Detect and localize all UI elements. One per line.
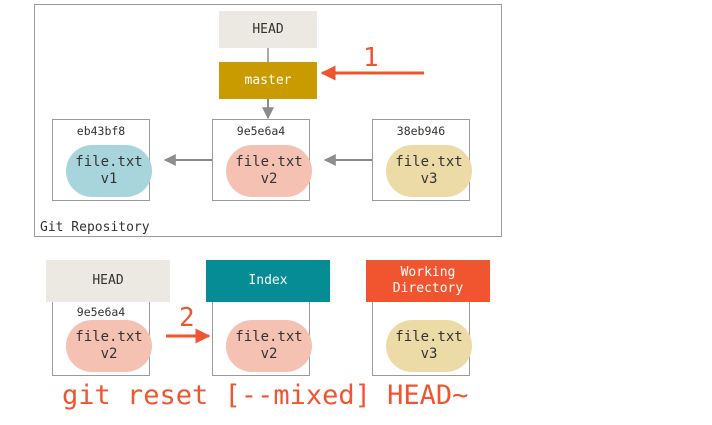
file-name: file.txt [395,329,463,345]
git-repository-frame [34,4,502,237]
working-directory-label: Working Directory [366,260,490,302]
file-version: v2 [100,346,118,362]
step-2-label: 2 [179,303,195,333]
file-name: file.txt [235,154,303,170]
file-version: v3 [420,346,438,362]
commit-id: 9e5e6a4 [236,124,286,138]
commit-id: eb43bf8 [76,124,126,138]
head-ref: HEAD [219,11,317,48]
git-repository-label: Git Repository [40,220,150,235]
file-version: v2 [260,171,278,187]
file-version: v2 [260,346,278,362]
index-tree-file-blob: file.txt v2 [226,320,312,372]
file-blob-v2: file.txt v2 [226,145,312,197]
head-tree-label: HEAD [46,260,170,302]
commit-id: 38eb946 [396,124,446,138]
file-version: v3 [420,171,438,187]
file-name: file.txt [75,154,143,170]
working-directory-file-blob: file.txt v3 [386,320,472,372]
index-tree-label: Index [206,260,330,302]
file-name: file.txt [395,154,463,170]
master-branch-ref: master [219,62,317,99]
head-tree-file-blob: file.txt v2 [66,320,152,372]
git-reset-command: git reset [--mixed] HEAD~ [62,380,469,411]
head-tree-commit-id: 9e5e6a4 [76,305,126,319]
file-name: file.txt [75,329,143,345]
step-1-label: 1 [363,43,379,73]
file-blob-v3: file.txt v3 [386,145,472,197]
file-blob-v1: file.txt v1 [66,145,152,197]
file-version: v1 [100,171,118,187]
working-directory-label-line2: Directory [392,281,464,296]
working-directory-label-line1: Working [400,265,456,280]
file-name: file.txt [235,329,303,345]
